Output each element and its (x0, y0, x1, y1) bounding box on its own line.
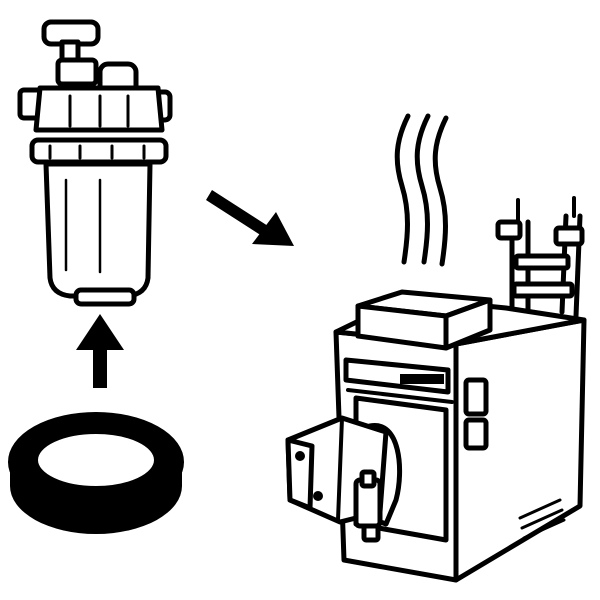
arrow-up-icon (76, 314, 124, 388)
filter-bowl (43, 161, 153, 299)
filter-valve-block (55, 57, 99, 87)
boiler-side-vents (518, 498, 566, 540)
boiler-switch-lower (463, 417, 489, 451)
filter-bowl-base (73, 287, 137, 307)
gasket-ring-hole (34, 430, 158, 490)
arrow-down-right-icon (206, 190, 294, 246)
oil-filter-icon (17, 19, 173, 307)
burner-unit (285, 415, 403, 543)
gasket-ring-icon (8, 412, 184, 534)
boiler-pipes (495, 196, 585, 319)
boiler-switch-upper (463, 377, 489, 417)
heat-waves-icon (394, 113, 449, 267)
filter-clamp-ring (29, 137, 169, 165)
oil-burner-boiler-icon (285, 196, 587, 583)
